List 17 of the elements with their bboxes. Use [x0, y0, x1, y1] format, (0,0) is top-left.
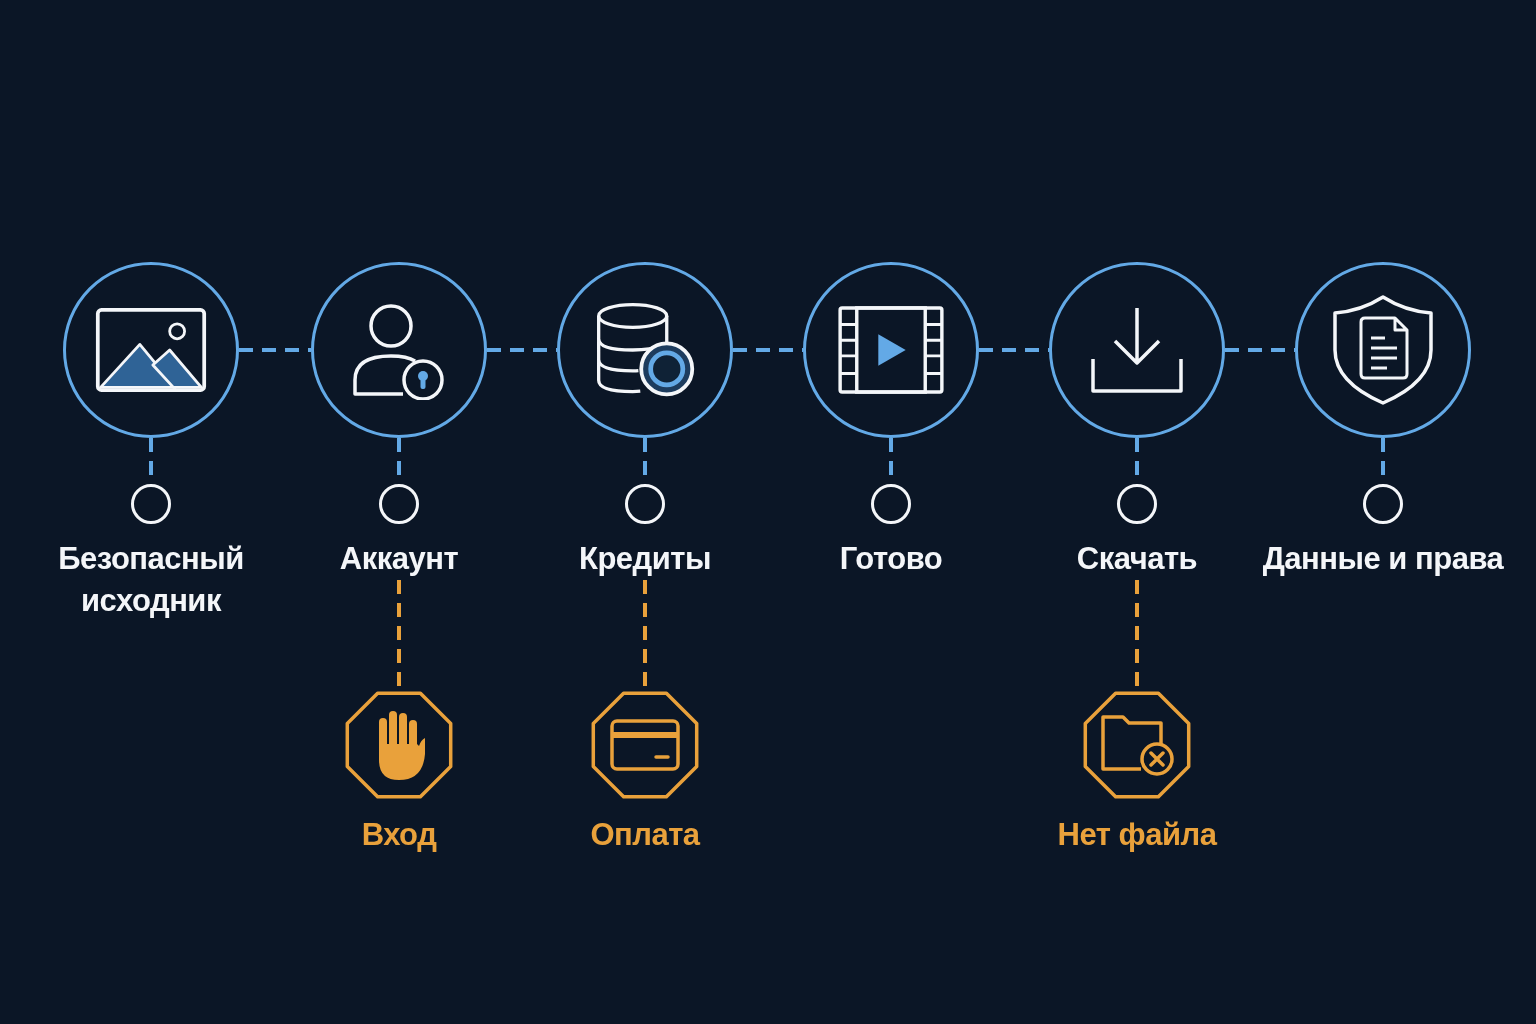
dashed-connector — [239, 348, 311, 352]
warning-label: Нет файла — [1057, 816, 1217, 854]
dashed-connector — [487, 348, 557, 352]
warning-label: Вход — [361, 816, 437, 854]
step-label: Данные и права — [1262, 540, 1504, 578]
dashed-connector — [1225, 348, 1295, 352]
dashed-connector — [643, 580, 647, 687]
step-label: Безопасный исходник — [57, 540, 245, 620]
warning-label: Оплата — [590, 816, 700, 854]
dashed-connector — [397, 580, 401, 687]
dashed-connector — [979, 348, 1049, 352]
step-label: Готово — [839, 540, 943, 578]
dashed-connector — [1135, 580, 1139, 687]
step-label: Скачать — [1076, 540, 1198, 578]
step-label: Кредиты — [579, 540, 711, 578]
step-label: Аккаунт — [339, 540, 459, 578]
dashed-connector — [733, 348, 803, 352]
